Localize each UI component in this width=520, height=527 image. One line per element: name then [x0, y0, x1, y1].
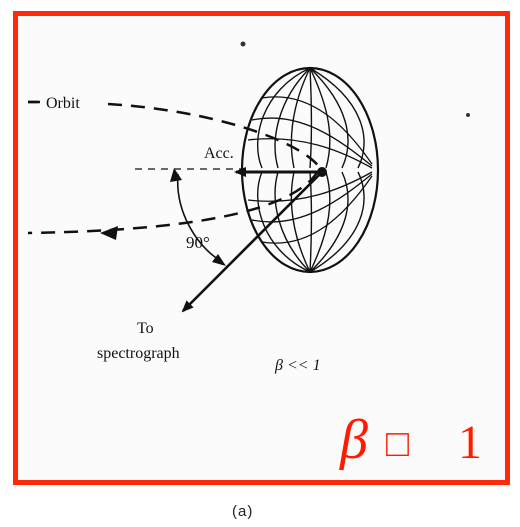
overlay-beta: β [339, 409, 368, 471]
spectrograph-label: spectrograph [97, 345, 180, 362]
figure-caption: (a) [232, 503, 254, 520]
angle-arc [176, 173, 223, 263]
speck [466, 113, 470, 117]
speck [240, 41, 246, 47]
orbit-arrowhead [100, 226, 118, 240]
overlay-symbol-box: □ [386, 423, 409, 465]
lobe-meridians [256, 67, 365, 273]
beta-condition-label: β << 1 [274, 357, 321, 374]
acceleration-label: Acc. [204, 145, 234, 162]
lobe-latitudes [247, 96, 373, 244]
red-frame [13, 11, 510, 485]
overlay-one: 1 [458, 416, 482, 469]
angle-label: 90° [186, 233, 210, 252]
angle-arrow-top [170, 168, 182, 182]
orbit-label: Orbit [46, 95, 80, 112]
orbit-path [27, 100, 322, 235]
lobe-outline [240, 66, 380, 274]
angle-arrow-bottom [212, 254, 226, 266]
spectrograph-arrow [181, 171, 323, 313]
to-label: To [137, 320, 154, 337]
